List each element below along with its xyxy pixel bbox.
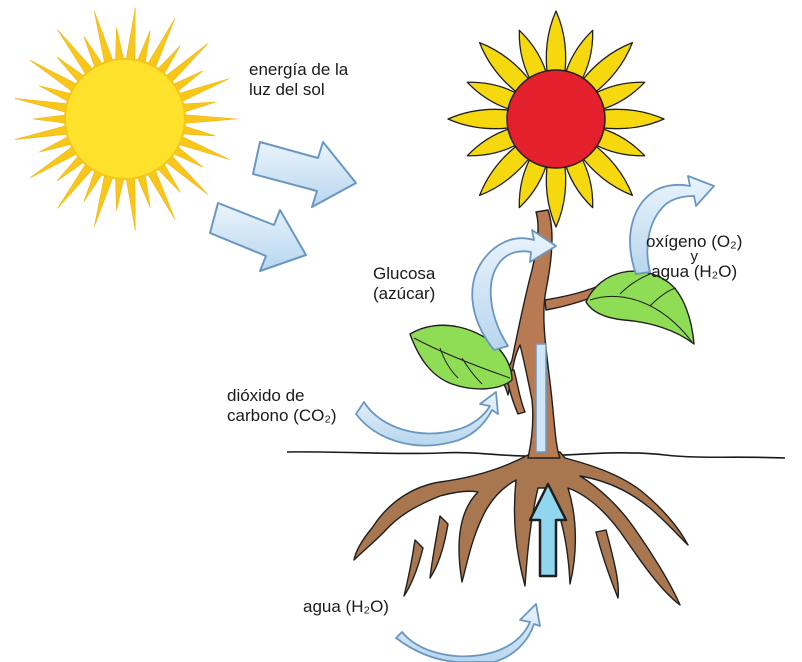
- label-line: energía de la: [249, 60, 349, 79]
- flower-center: [506, 69, 606, 169]
- sun-ray: [125, 172, 136, 231]
- xylem-tube: [535, 343, 547, 453]
- label-line: luz del sol: [249, 80, 325, 99]
- flower-icon: [447, 10, 665, 228]
- sun-ray: [14, 124, 73, 140]
- root-icon: [353, 451, 689, 606]
- flower-petal: [447, 108, 518, 130]
- flower-petal: [545, 10, 567, 81]
- label-line: y: [690, 248, 698, 265]
- label-glucose: Glucosa (azúcar): [373, 264, 435, 304]
- cycle-arrow-icon: [355, 175, 715, 662]
- label-sunlight-energy: energía de la luz del sol: [249, 60, 348, 100]
- label-line: dióxido de: [227, 386, 305, 405]
- sunlight-arrow-icon: [209, 141, 357, 272]
- flower-petal: [478, 41, 535, 98]
- sun-icon: [14, 7, 238, 231]
- label-line: carbono (CO₂): [227, 406, 337, 425]
- label-line: Glucosa: [373, 264, 436, 283]
- label-carbon-dioxide: dióxido de carbono (CO₂): [227, 386, 337, 426]
- label-root-water: agua (H₂O): [303, 597, 389, 616]
- water-up-arrow-icon: [528, 482, 568, 578]
- sun-ray: [125, 7, 136, 66]
- label-line: agua (H₂O): [651, 262, 738, 281]
- flower-petal: [478, 140, 535, 197]
- sun-ray: [14, 98, 73, 114]
- flower-petal: [577, 41, 634, 98]
- flower-petal: [545, 157, 567, 228]
- label-oxygen-water: oxígeno (O₂) y agua (H₂O): [646, 232, 742, 282]
- sun-ray: [179, 113, 238, 125]
- flower-petal: [577, 140, 634, 197]
- label-line: (azúcar): [373, 284, 436, 303]
- flower-petal: [594, 108, 665, 130]
- label-line: oxígeno (O₂): [646, 232, 743, 251]
- leaf-veins: [413, 273, 693, 385]
